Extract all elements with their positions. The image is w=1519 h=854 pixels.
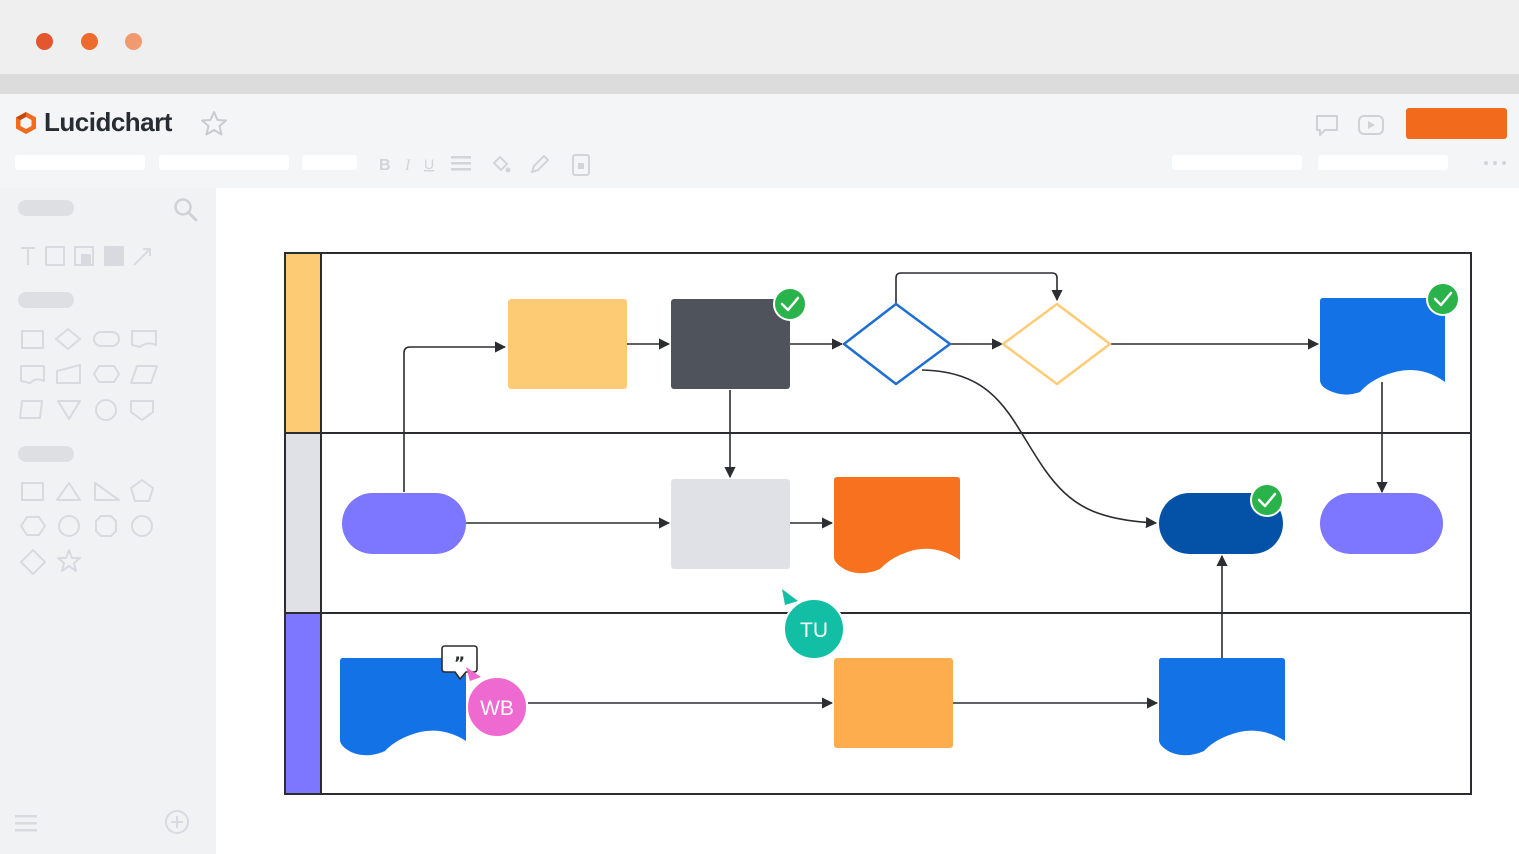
connector-curve-to-darkblue[interactable] [921, 369, 1158, 529]
connectors [403, 272, 1388, 709]
process-shape-orange[interactable] [834, 658, 953, 748]
terminator-shape-end[interactable] [1320, 493, 1443, 554]
shape-multidoc-icon[interactable] [20, 365, 45, 384]
shape-group-header-standard[interactable] [18, 200, 74, 216]
titlebar-divider [0, 74, 1519, 94]
shape-process-icon[interactable] [21, 330, 44, 349]
shape-merge-icon[interactable] [57, 400, 81, 420]
maximize-window-dot[interactable] [125, 33, 142, 50]
text-tool-icon[interactable] [21, 247, 35, 265]
swimlane-flowchart: ” WB TU [284, 252, 1472, 795]
svg-text:I: I [404, 157, 411, 174]
window-titlebar [0, 0, 1519, 74]
toolbar-style-select[interactable] [159, 155, 289, 170]
checkmark-icon [773, 287, 807, 321]
shape-connector-icon[interactable] [95, 399, 117, 421]
collaborator-cursor-wb[interactable]: WB [466, 667, 528, 738]
terminator-shape-dark-blue[interactable] [1159, 493, 1283, 554]
shape-preparation-icon[interactable] [93, 365, 120, 383]
lucidchart-logo-icon [16, 111, 36, 134]
note-tool-icon[interactable] [74, 246, 94, 266]
decision-shape-blue[interactable] [842, 302, 952, 386]
shape-library-sidebar [0, 188, 216, 854]
document-shape-blue-right[interactable] [1159, 658, 1285, 756]
minimize-window-dot[interactable] [81, 33, 98, 50]
app-header [0, 94, 1519, 188]
collaborator-cursor-tu[interactable]: TU [782, 589, 845, 660]
search-icon[interactable] [172, 196, 200, 224]
shape-delay-icon[interactable] [19, 400, 43, 419]
shape-offpage-icon[interactable] [130, 400, 154, 421]
shape-group-header-flowchart[interactable] [18, 292, 74, 308]
shape-data-icon[interactable] [130, 365, 158, 384]
app-logo[interactable]: Lucidchart [14, 107, 172, 138]
checkmark-icon [1426, 282, 1460, 316]
document-shape-blue-top[interactable] [1320, 298, 1445, 395]
shape-manual-input-icon[interactable] [56, 364, 81, 384]
underline-icon[interactable]: U [421, 153, 439, 175]
collaborator-initials: WB [480, 697, 514, 720]
comment-icon[interactable] [1314, 112, 1340, 138]
shape-triangle-icon[interactable] [56, 482, 81, 501]
app-name: Lucidchart [44, 107, 172, 137]
toolbar-right-select-1[interactable] [1172, 155, 1302, 170]
image-tool-icon[interactable] [104, 246, 124, 266]
swimlane-header-2[interactable] [285, 433, 321, 613]
toolbar-right-select-2[interactable] [1318, 155, 1448, 170]
connector-start-to-yellow[interactable] [403, 341, 507, 492]
swimlane-header-3[interactable] [285, 613, 321, 794]
process-shape-gray[interactable] [671, 479, 790, 569]
shape-library-grid [19, 246, 158, 575]
shape-hexagon-icon[interactable] [20, 516, 46, 536]
svg-text:”: ” [454, 654, 465, 674]
swimlane-header-1[interactable] [285, 253, 321, 433]
bold-icon[interactable]: B [376, 153, 394, 175]
close-window-dot[interactable] [36, 33, 53, 50]
diagram-canvas[interactable]: ” WB TU [216, 188, 1519, 854]
line-color-icon[interactable] [528, 153, 552, 175]
decision-shape-yellow[interactable] [1001, 302, 1112, 386]
fill-icon[interactable] [489, 153, 513, 175]
shape-diamond-icon[interactable] [20, 549, 46, 575]
shape-right-triangle-icon[interactable] [94, 482, 120, 501]
lock-icon[interactable] [570, 153, 592, 177]
shape-star-icon[interactable] [57, 549, 81, 572]
shape-circle-icon[interactable] [58, 515, 80, 537]
checkmark-icon [1250, 483, 1284, 517]
star-icon[interactable] [199, 109, 229, 139]
connector-loop-over-diamonds[interactable] [895, 272, 1063, 303]
svg-text:U: U [424, 156, 434, 172]
line-tool-icon[interactable] [133, 248, 151, 266]
shape-octagon-icon[interactable] [95, 515, 117, 537]
shape-terminator-icon[interactable] [93, 331, 120, 347]
menu-icon[interactable] [14, 813, 40, 835]
document-shape-blue-left[interactable] [340, 658, 466, 756]
italic-icon[interactable]: I [401, 153, 417, 175]
shape-ellipse-icon[interactable] [131, 515, 153, 537]
align-icon[interactable] [449, 153, 473, 175]
present-icon[interactable] [1357, 112, 1385, 138]
svg-text:B: B [379, 157, 391, 174]
rectangle-tool-icon[interactable] [45, 246, 65, 266]
share-button[interactable] [1406, 108, 1507, 139]
collaborator-initials: TU [800, 619, 828, 642]
terminator-shape-start[interactable] [342, 493, 466, 554]
add-icon[interactable] [163, 808, 191, 836]
swimlane-frame [284, 252, 1472, 795]
toolbar-size-select[interactable] [302, 155, 357, 170]
more-icon[interactable] [1482, 155, 1510, 171]
toolbar-font-select[interactable] [15, 155, 145, 170]
shape-document-icon[interactable] [131, 330, 157, 348]
document-shape-orange[interactable] [834, 477, 960, 574]
shape-group-header-geometric[interactable] [18, 446, 74, 462]
process-shape-dark[interactable] [671, 299, 790, 389]
shape-decision-icon[interactable] [55, 328, 81, 350]
process-shape-yellow[interactable] [508, 299, 627, 389]
shape-pentagon-icon[interactable] [130, 479, 154, 502]
shape-square-icon[interactable] [21, 482, 44, 501]
